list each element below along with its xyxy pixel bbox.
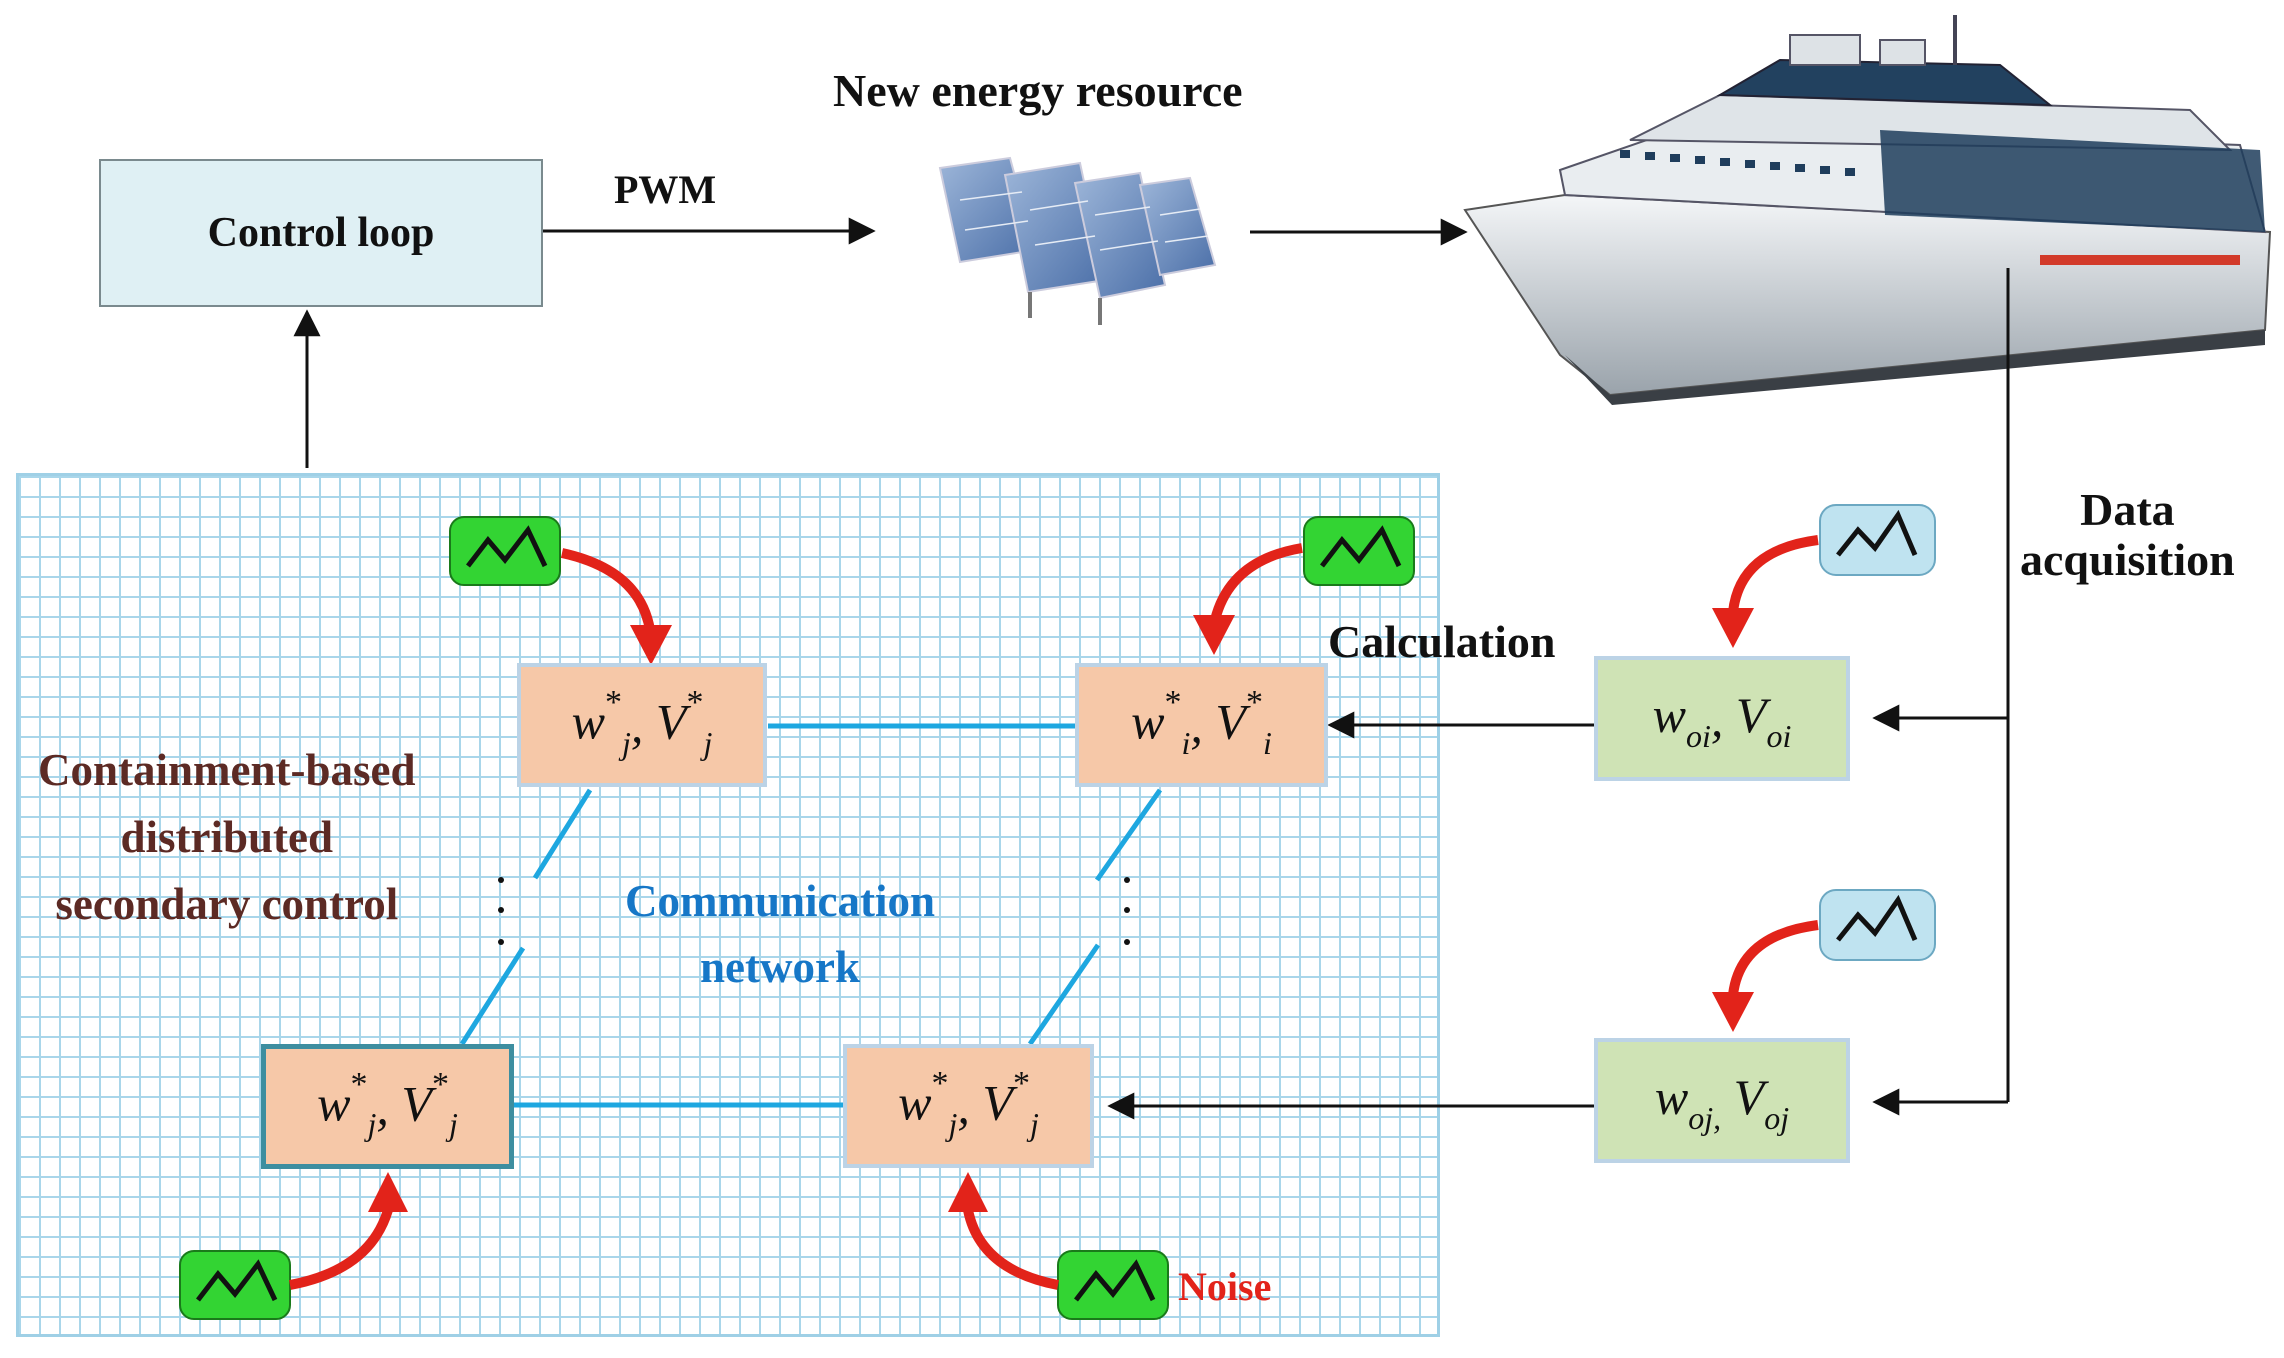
solar-panel-icon xyxy=(938,156,1217,325)
control-loop-box[interactable]: Control loop xyxy=(99,159,543,307)
new-energy-resource-title: New energy resource xyxy=(833,65,1243,116)
noise-signal-icon xyxy=(1057,1250,1169,1320)
pwm-label: PWM xyxy=(614,167,717,212)
ellipsis-dots xyxy=(498,877,1130,945)
data-acquisition-label: Data acquisition xyxy=(2020,485,2235,585)
data-acquisition-line2: acquisition xyxy=(2020,534,2235,585)
measurement-oj[interactable]: woj, Voj xyxy=(1594,1038,1850,1163)
communication-label: Communication network xyxy=(625,868,935,1000)
containment-label: Containment-based distributed secondary … xyxy=(38,737,416,938)
noise-signal-icon xyxy=(1819,889,1936,961)
calculation-label: Calculation xyxy=(1328,616,1556,667)
node-bottom-right[interactable]: w*j, V*j xyxy=(843,1044,1094,1168)
ship-icon xyxy=(1463,15,2272,405)
communication-line2: network xyxy=(700,942,860,992)
measurement-oi[interactable]: woi, Voi xyxy=(1594,656,1850,781)
node-top-left[interactable]: w*j, V*j xyxy=(517,663,767,787)
noise-arrows xyxy=(289,535,1819,1290)
node-top-right[interactable]: w*i, V*i xyxy=(1075,663,1328,787)
communication-links xyxy=(459,723,1163,1108)
noise-signal-icon xyxy=(1303,516,1415,586)
communication-line1: Communication xyxy=(625,876,936,926)
noise-signal-icon xyxy=(449,516,561,586)
containment-line2: distributed xyxy=(120,812,334,862)
noise-signal-icon xyxy=(179,1250,291,1320)
containment-line1: Containment-based xyxy=(38,745,416,795)
data-acquisition-line1: Data xyxy=(2080,484,2175,535)
node-bottom-left[interactable]: w*j, V*j xyxy=(261,1044,514,1169)
noise-signal-icon xyxy=(1819,504,1936,576)
noise-label: Noise xyxy=(1178,1264,1272,1309)
containment-line3: secondary control xyxy=(55,879,399,929)
